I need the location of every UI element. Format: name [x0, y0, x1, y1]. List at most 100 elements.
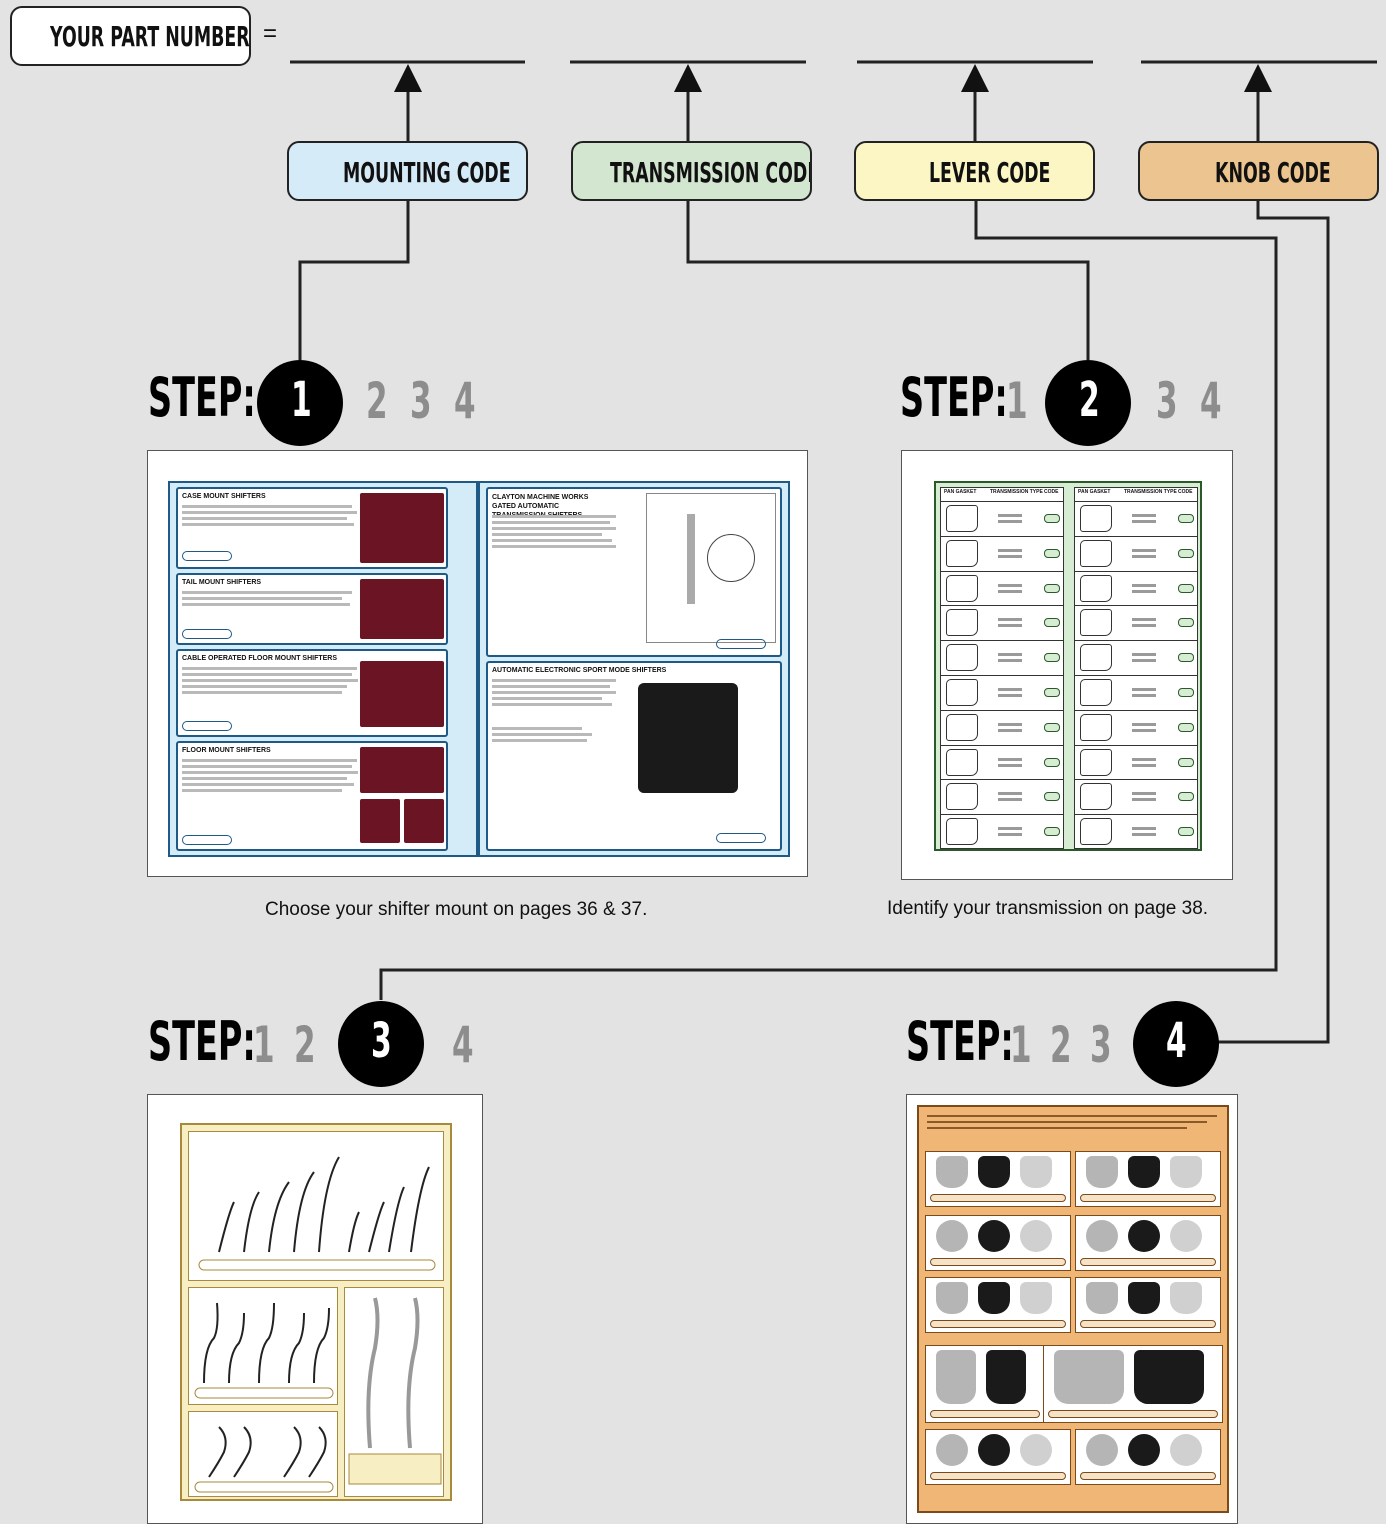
pan-gasket-shape [1080, 609, 1112, 637]
code-badge [1044, 583, 1060, 593]
arrow-mounting [394, 64, 422, 92]
knob-image [936, 1282, 968, 1314]
pan-gasket-shape [1080, 505, 1112, 532]
step4-number-3: 3 [1090, 1016, 1112, 1074]
pan-gasket-shape [1080, 644, 1112, 672]
lever-section-box [188, 1287, 338, 1405]
pan-gasket-shape [946, 539, 978, 567]
table-row [1074, 535, 1198, 570]
mount-section-title: TAIL MOUNT SHIFTERS [182, 579, 262, 586]
mounting-code-box: MOUNTING CODE [287, 141, 528, 201]
step3-active-circle: 3 [338, 1001, 424, 1087]
knob-image [1128, 1282, 1160, 1314]
lever-section-box [344, 1287, 444, 1497]
pan-gasket-shape [946, 574, 978, 602]
code-badge [1178, 583, 1194, 593]
table-row [1074, 640, 1198, 674]
step4-number-1: 1 [1010, 1016, 1032, 1074]
table-row [1074, 709, 1198, 744]
table-row [1074, 675, 1198, 709]
knob-image [1128, 1220, 1160, 1252]
transmission-code-box: TRANSMISSION CODE [571, 141, 812, 201]
table-row [940, 744, 1064, 779]
code-badge [1044, 688, 1060, 697]
knob-section-box [1043, 1345, 1223, 1423]
pan-gasket-shape [1080, 539, 1112, 567]
table-row [1074, 501, 1198, 535]
mount-section-title: CASE MOUNT SHIFTERS [182, 493, 266, 500]
knob-image [1086, 1220, 1118, 1252]
transmission-code-label: TRANSMISSION CODE [610, 156, 812, 189]
table-row [1074, 814, 1198, 848]
knob-image [936, 1220, 968, 1252]
table-header-type: TRANSMISSION TYPE [1124, 489, 1177, 495]
pan-gasket-shape [1080, 679, 1112, 706]
table-header-code: CODE [1178, 489, 1193, 495]
knob-section-box [925, 1429, 1071, 1485]
pan-gasket-shape [946, 713, 978, 741]
table-header-pan: PAN GASKET [944, 489, 977, 495]
knob-section-box [1075, 1215, 1221, 1271]
step4-active-number: 4 [1166, 1013, 1187, 1069]
knob-catalog-page-thumbnail [906, 1094, 1238, 1524]
knob-page [917, 1105, 1229, 1513]
knob-image [1170, 1434, 1202, 1466]
knob-image [1086, 1156, 1118, 1188]
table-row [1074, 605, 1198, 639]
table-header-code: CODE [1044, 489, 1059, 495]
connector-lever-step3 [379, 201, 1278, 1000]
gated-shifter-image [646, 493, 776, 643]
lever-page [180, 1123, 452, 1501]
mount-section-box: TAIL MOUNT SHIFTERS [176, 573, 448, 645]
code-badge [1044, 827, 1060, 837]
knob-image [936, 1156, 968, 1188]
connector-knob-step4 [1218, 201, 1330, 1044]
lever-illustrations [194, 1426, 334, 1493]
table-row [940, 709, 1064, 744]
step1-active-circle: 1 [257, 360, 343, 446]
mounting-code-label: MOUNTING CODE [343, 156, 511, 189]
table-row [1074, 779, 1198, 813]
step1-number-4: 4 [454, 372, 476, 430]
table-row [940, 535, 1064, 570]
step4-number-2: 2 [1050, 1016, 1072, 1074]
code-badge [1044, 653, 1060, 663]
lever-catalog-page-thumbnail [147, 1094, 483, 1524]
mount-catalog-page-thumbnail: CASE MOUNT SHIFTERS TAIL MOUNT SHIFTERS … [147, 450, 808, 877]
table-row [940, 605, 1064, 639]
transmission-table: PAN GASKET TRANSMISSION TYPE CODE PAN GA… [934, 481, 1202, 851]
pan-gasket-shape [1080, 748, 1112, 776]
step2-number-1: 1 [1006, 372, 1028, 430]
pan-gasket-shape [946, 609, 978, 637]
arrow-lever [961, 64, 989, 92]
code-badge [1178, 688, 1194, 697]
knob-image [1170, 1220, 1202, 1252]
code-badge [1044, 548, 1060, 558]
mount-section-box: FLOOR MOUNT SHIFTERS [176, 741, 448, 851]
step4-label: STEP: [906, 1010, 1014, 1073]
step1-label: STEP: [148, 366, 256, 429]
mount-section-box: AUTOMATIC ELECTRONIC SPORT MODE SHIFTERS [486, 661, 782, 851]
pan-gasket-shape [946, 644, 978, 672]
equals-sign: = [263, 20, 278, 47]
pan-gasket-shape [946, 748, 978, 776]
part-number-label: YOUR PART NUMBER [50, 19, 250, 53]
table-row [940, 779, 1064, 813]
knob-image [1020, 1282, 1052, 1314]
knob-image [1086, 1282, 1118, 1314]
step3-active-number: 3 [371, 1013, 392, 1069]
knob-section-box [925, 1215, 1071, 1271]
mount-section-title: FLOOR MOUNT SHIFTERS [182, 747, 271, 754]
lever-illustrations [194, 1302, 334, 1399]
arrow-knob [1244, 64, 1272, 92]
pan-gasket-shape [946, 505, 978, 532]
connector-transmission-step2 [686, 201, 1090, 360]
knob-image [936, 1434, 968, 1466]
knob-section-box [1075, 1277, 1221, 1333]
step1-caption: Choose your shifter mount on pages 36 & … [265, 899, 648, 920]
knob-image [978, 1220, 1010, 1252]
step2-number-3: 3 [1156, 372, 1178, 430]
code-badge [1044, 792, 1060, 802]
knob-image [1134, 1350, 1204, 1404]
transmission-catalog-page-thumbnail: PAN GASKET TRANSMISSION TYPE CODE PAN GA… [901, 450, 1233, 880]
